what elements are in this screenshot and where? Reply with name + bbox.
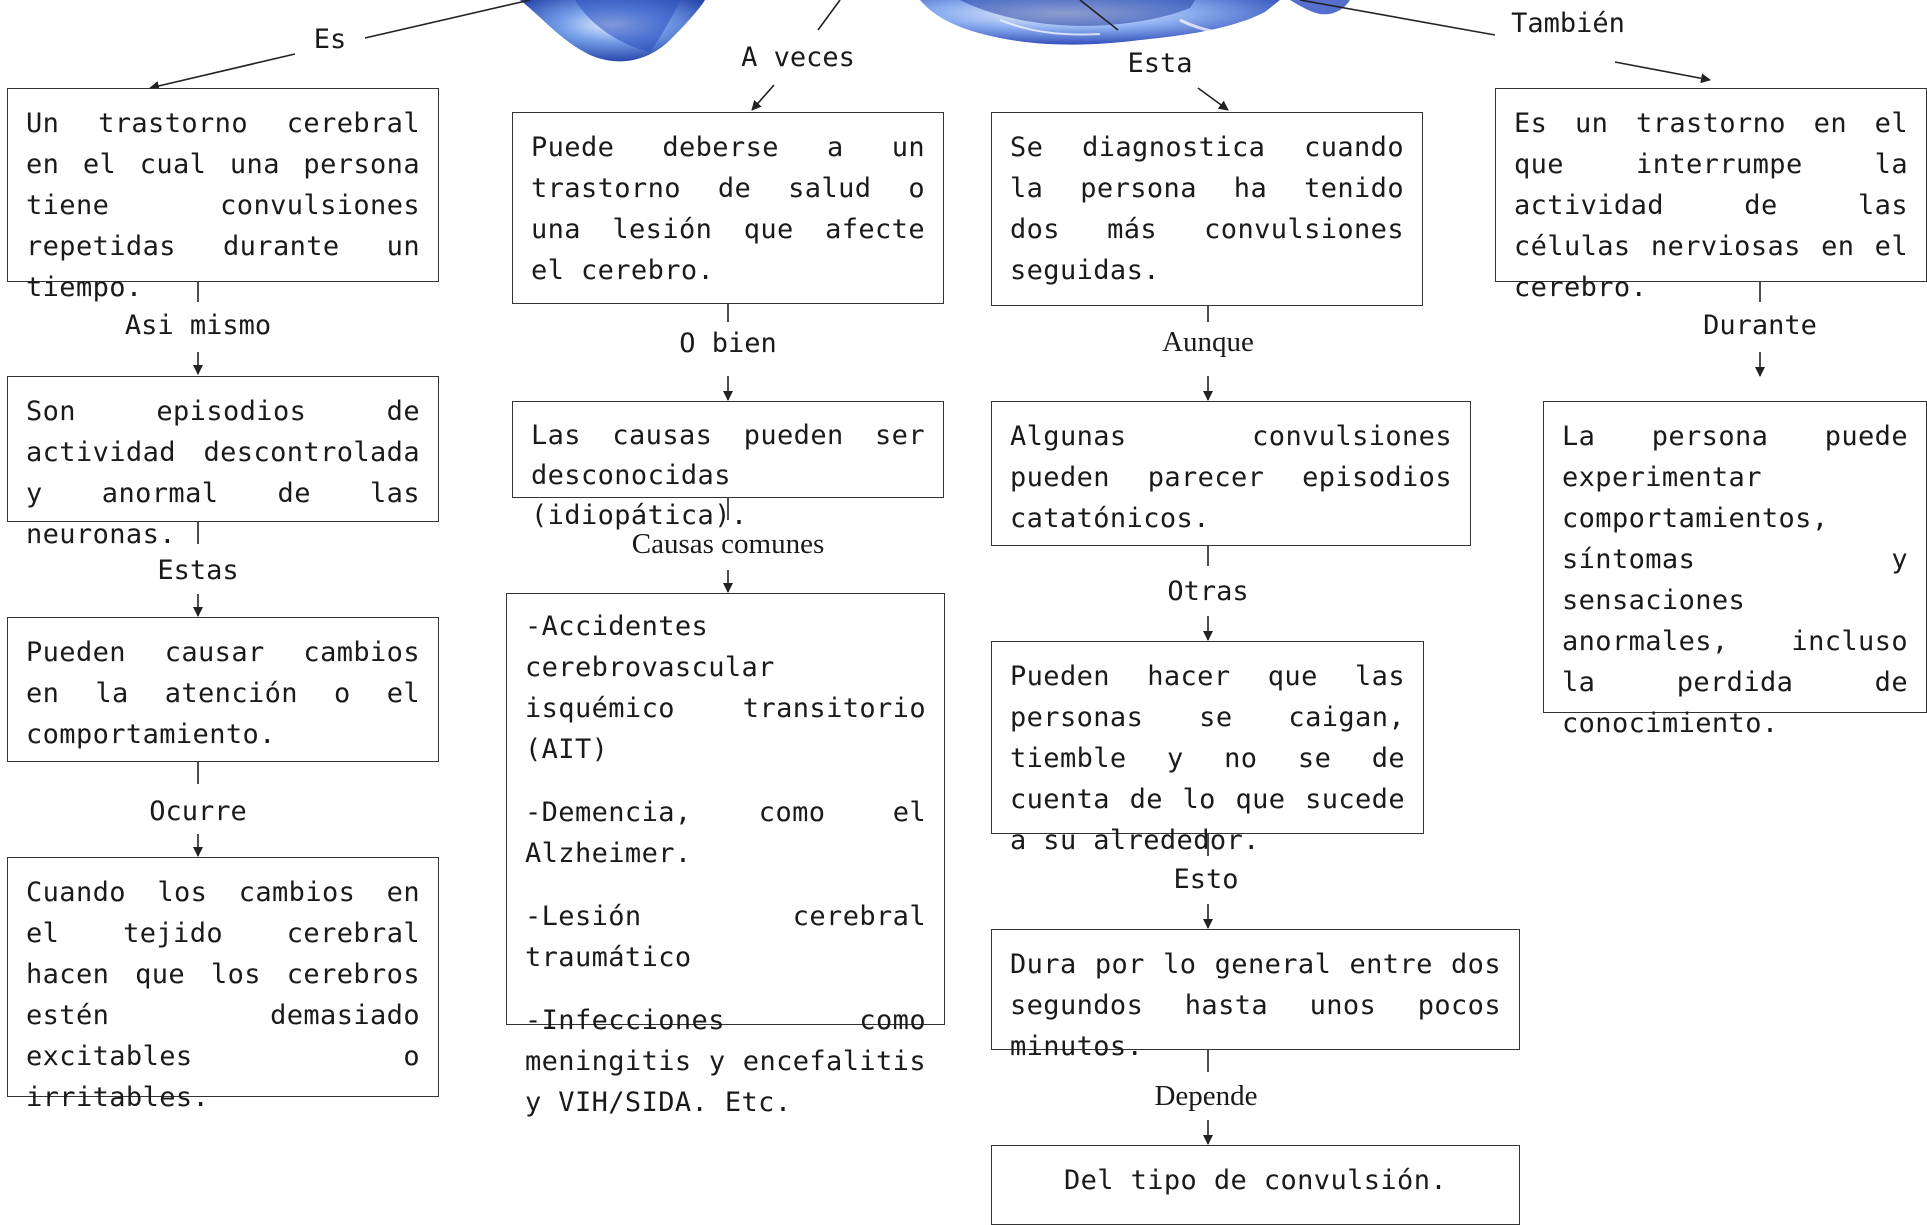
common-causes-box: -Accidentes cerebrovascular isquémico tr… (506, 593, 945, 1118)
cause-item: -Lesión cerebral traumático (525, 901, 926, 973)
changes-box: Pueden causar cambios en la atención o e… (7, 617, 439, 762)
blue-ink-splash-icon (520, 0, 1350, 62)
connector-o-bien: O bien (679, 328, 777, 359)
experience-box: La persona puede experimentar comportami… (1543, 401, 1927, 739)
connector-estas: Estas (157, 555, 239, 586)
cause-item: -Accidentes cerebrovascular isquémico tr… (525, 611, 926, 765)
connector-ocurre: Ocurre (149, 796, 247, 827)
effects-box: Pueden hacer que las personas se caigan,… (991, 641, 1424, 856)
cause-health-box: Puede deberse a un trastorno de salud o … (512, 112, 944, 304)
connector-es: Es (313, 24, 347, 55)
cause-item: -Demencia, como el Alzheimer. (525, 797, 926, 869)
occurs-box: Cuando los cambios en el tejido cerebral… (7, 857, 439, 1113)
duration-box: Dura por lo general entre dos segundos h… (991, 929, 1520, 1062)
connector-esto: Esto (1173, 864, 1239, 895)
catatonic-box: Algunas convulsiones pueden parecer epis… (991, 401, 1471, 546)
cause-item: -Infecciones como meningitis y encefalit… (525, 1005, 926, 1118)
diagnosis-box: Se diagnostica cuando la persona ha teni… (991, 112, 1423, 306)
connector-causas-comunes: Causas comunes (631, 528, 825, 560)
connector-durante: Durante (1703, 310, 1817, 341)
definition-box: Un trastorno cerebral en el cual una per… (7, 88, 439, 303)
episodes-box: Son episodios de actividad descontrolada… (7, 376, 439, 550)
connector-tambien: También (1511, 8, 1625, 39)
unknown-causes-box: Las causas pueden ser desconocidas (idio… (512, 401, 944, 531)
type-box: Del tipo de convulsión. (991, 1145, 1520, 1225)
connector-asi-mismo: Asi mismo (124, 310, 272, 341)
connector-esta: Esta (1127, 48, 1193, 79)
connector-otras: Otras (1167, 576, 1249, 607)
connector-a-veces: A veces (741, 42, 855, 73)
connector-depende: Depende (1154, 1080, 1258, 1112)
connector-aunque: Aunque (1162, 326, 1254, 358)
disorder-box: Es un trastorno en el que interrumpe la … (1495, 88, 1927, 303)
